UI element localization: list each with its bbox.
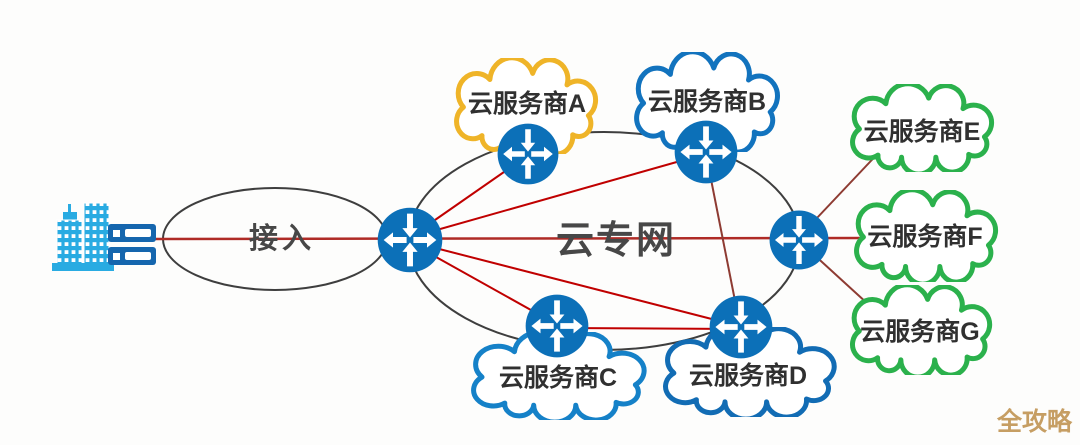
link-enterprise-backbone-f <box>151 236 881 241</box>
server-rack-icon <box>108 224 156 265</box>
router-icon-hub <box>377 207 443 273</box>
cloud-a-label: 云服务商A <box>468 89 586 118</box>
office-building-icon <box>52 202 114 271</box>
cloud-f-label: 云服务商F <box>867 222 982 251</box>
cloud-network-label: 云专网 <box>556 220 676 262</box>
cloud-e-label: 云服务商E <box>864 117 981 146</box>
router-icon-d <box>709 295 773 359</box>
cloud-b-label: 云服务商B <box>648 87 766 116</box>
router-icon-egress <box>769 210 829 270</box>
watermark-text: 全攻略 <box>996 407 1073 436</box>
cloud-g-label: 云服务商G <box>860 317 979 346</box>
router-icon-b <box>674 120 738 184</box>
cloud-d-label: 云服务商D <box>689 361 807 390</box>
access-label: 接入 <box>249 222 315 255</box>
router-icon-a <box>497 123 559 185</box>
router-icon-c <box>525 294 589 358</box>
cloud-c-label: 云服务商C <box>499 363 617 392</box>
link-hub-router-b <box>411 153 706 238</box>
link-hub-router-d <box>411 241 740 327</box>
